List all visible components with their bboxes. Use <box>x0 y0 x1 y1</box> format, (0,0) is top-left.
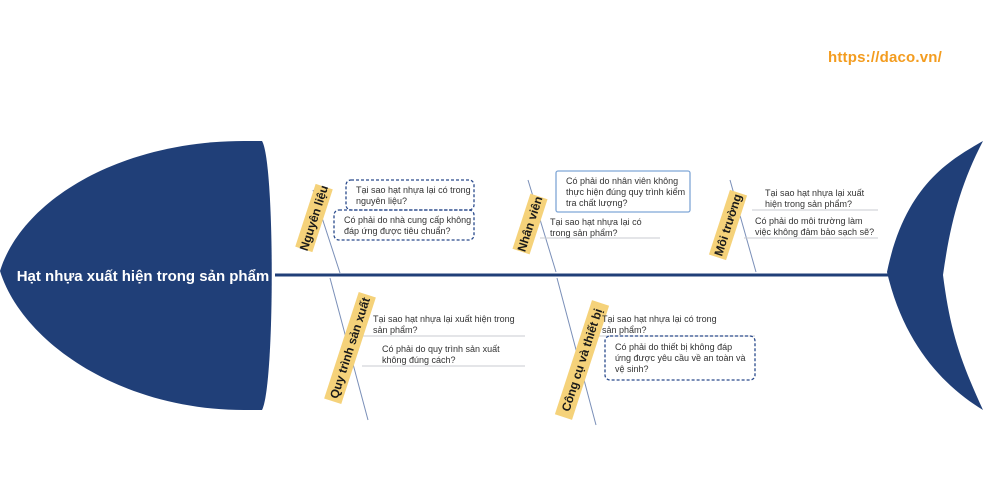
tag-quy-trinh: Quy trình sản xuất <box>324 291 376 405</box>
tag-cong-cu: Công cụ và thiết bị <box>554 300 610 420</box>
tag-nguyen-lieu: Nguyên liệu <box>295 183 333 253</box>
question-nhan-vien-2: Tại sao hạt nhựa lại có trong sản phẩm? <box>550 217 644 238</box>
head-title: Hạt nhựa xuất hiện trong sản phẩm <box>17 268 270 285</box>
question-moi-truong-2: Có phải do môi trường làm việc không đảm… <box>755 216 874 237</box>
fish-tail <box>887 141 983 410</box>
question-box-nhan-vien-1 <box>555 170 691 213</box>
question-box-nguyen-lieu-2 <box>333 209 475 241</box>
question-cong-cu-2: Có phải do thiết bị không đáp ứng được y… <box>615 342 748 374</box>
question-quy-trinh-2: Có phải do quy trình sản xuất không đúng… <box>382 344 502 365</box>
question-quy-trinh-1: Tại sao hạt nhựa lại xuất hiện trong sản… <box>373 314 517 335</box>
question-moi-truong-1: Tại sao hạt nhựa lại xuất hiện trong sản… <box>765 188 867 209</box>
tag-moi-truong: Môi trường <box>708 189 748 261</box>
watermark-url: https://daco.vn/ <box>828 49 943 66</box>
question-cong-cu-1: Tại sao hạt nhựa lại có trong sản phẩm? <box>602 314 719 335</box>
fish-head <box>0 141 272 410</box>
question-nguyen-lieu-2: Có phải do nhà cung cấp không đáp ứng đư… <box>344 215 474 236</box>
tag-nhan-vien: Nhân viên <box>512 193 548 255</box>
label-cong-cu: Công cụ và thiết bị <box>559 307 605 413</box>
question-box-cong-cu-2 <box>604 335 756 381</box>
label-nhan-vien: Nhân viên <box>514 195 545 254</box>
question-nguyen-lieu-1: Tại sao hạt nhựa lại có trong nguyên liệ… <box>356 185 473 206</box>
label-quy-trinh: Quy trình sản xuất <box>327 296 373 401</box>
question-nhan-vien-1: Có phải do nhân viên không thực hiện đún… <box>566 176 688 208</box>
